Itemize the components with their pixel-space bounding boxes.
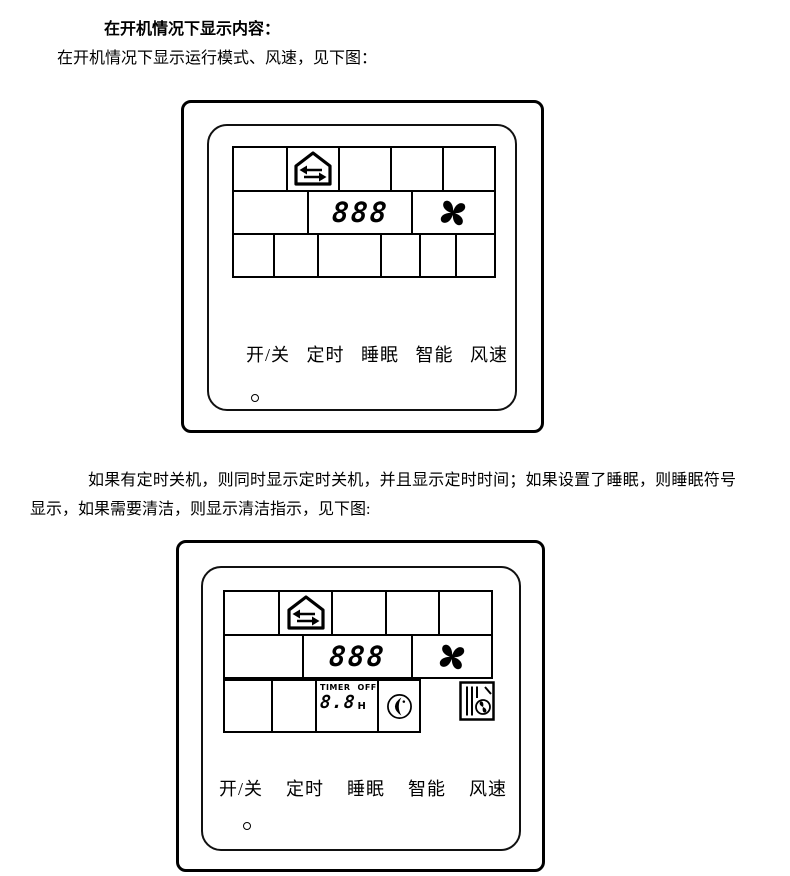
lcd-cell	[234, 235, 273, 276]
controller-figure-power-on: 888	[181, 100, 544, 433]
timer-labels: TIMER OFF	[320, 683, 377, 692]
button-smart-label: 智能	[407, 779, 446, 799]
lcd-row: 888	[234, 190, 494, 233]
lcd-cell	[390, 148, 442, 190]
lcd-cell	[338, 148, 390, 190]
clean-filter-icon	[459, 681, 495, 721]
fan-icon	[439, 644, 465, 669]
lcd-row	[234, 148, 494, 190]
lcd-cell	[225, 592, 278, 634]
controller-figure-timer-sleep-clean: 888	[176, 540, 545, 872]
lcd-bottom-row: TIMER OFF 8.8 H	[223, 679, 495, 733]
power-led	[243, 822, 251, 830]
fan-icon	[441, 200, 466, 225]
lcd-cell	[225, 636, 302, 677]
lcd-cell	[317, 235, 379, 276]
button-fanspeed-label: 风速	[468, 779, 507, 799]
lcd-cell	[418, 235, 455, 276]
intro-text: 在开机情况下显示运行模式、风速，见下图：	[57, 50, 378, 67]
lcd-gap	[421, 679, 459, 689]
lcd-row: TIMER OFF 8.8 H	[223, 679, 421, 733]
lcd-cell	[454, 235, 494, 276]
lcd-cell-temperature: 888	[302, 636, 411, 677]
house-ventilation-icon	[294, 151, 332, 186]
lcd-cell	[379, 235, 419, 276]
lcd-cell	[234, 148, 286, 190]
button-sleep-label: 睡眠	[360, 345, 399, 365]
house-ventilation-icon	[287, 595, 325, 630]
timer-label: TIMER	[320, 683, 351, 692]
lcd-display: 888	[223, 590, 493, 679]
lcd-cell	[225, 681, 271, 731]
button-timer-label: 定时	[286, 779, 324, 799]
power-led	[251, 394, 259, 402]
timer-off-label: OFF	[357, 683, 377, 692]
button-label-row: 开/关 定时 睡眠 智能 风速	[219, 775, 507, 801]
lcd-cell	[234, 192, 307, 233]
lcd-display: 888	[232, 146, 496, 278]
lcd-cell	[273, 235, 317, 276]
lcd-cell-fan	[410, 192, 494, 233]
seven-segment-value: 888	[330, 195, 390, 229]
hour-unit-label: H	[357, 701, 366, 712]
lcd-row	[234, 233, 494, 276]
lcd-cell-mode	[278, 592, 331, 634]
body-paragraph: 如果有定时关机，则同时显示定时关机，并且显示定时时间；如果设置了睡眠，则睡眠符号…	[30, 472, 736, 518]
lcd-cell-temperature: 888	[306, 192, 411, 233]
button-fanspeed-label: 风速	[469, 345, 508, 365]
timer-value-group: 8.8 H	[319, 692, 366, 713]
button-power-label: 开/关	[246, 345, 291, 365]
controller-faceplate: 888	[207, 124, 517, 411]
lcd-cell	[331, 592, 384, 634]
lcd-cell	[437, 592, 491, 634]
button-label-row: 开/关 定时 睡眠 智能 风速	[246, 341, 508, 367]
lcd-cell	[384, 592, 438, 634]
moon-sleep-icon	[386, 693, 412, 719]
lcd-cell-fan	[411, 636, 491, 677]
section-heading: 在开机情况下显示内容：	[104, 21, 281, 38]
lcd-cell-mode	[286, 148, 338, 190]
button-power-label: 开/关	[219, 779, 264, 799]
timer-hours-value: 8.8	[319, 692, 357, 713]
lcd-cell	[271, 681, 315, 731]
lcd-cell-sleep	[377, 681, 419, 731]
seven-segment-value: 888	[328, 639, 388, 673]
lcd-cell	[442, 148, 494, 190]
button-smart-label: 智能	[415, 345, 454, 365]
lcd-row: 888	[225, 634, 491, 677]
lcd-cell-timer: TIMER OFF 8.8 H	[315, 681, 377, 731]
lcd-cell-clean	[459, 681, 495, 721]
button-sleep-label: 睡眠	[346, 779, 385, 799]
controller-faceplate: 888	[201, 566, 521, 851]
lcd-row	[225, 592, 491, 634]
button-timer-label: 定时	[306, 345, 345, 365]
